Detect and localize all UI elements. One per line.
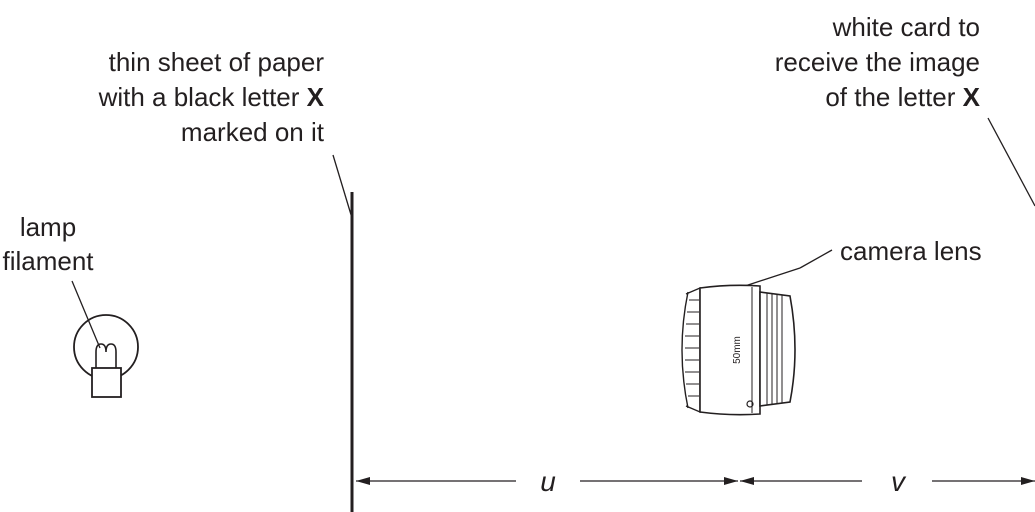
card-label-letter-x: X: [963, 82, 981, 112]
lens-leader-line-b: [799, 249, 833, 269]
paper-leader-line: [332, 154, 353, 219]
card-label-line1: white card to: [832, 12, 980, 42]
distance-u: u: [356, 466, 738, 497]
distance-u-label: u: [540, 466, 556, 497]
focus-ring-ridges: [766, 293, 783, 405]
mount-ridges: [685, 299, 699, 397]
card-label-line2: receive the image: [775, 47, 980, 77]
lamp-label: lamp filament: [2, 212, 94, 276]
card-leader-line: [987, 117, 1035, 207]
card-label-line3: of the letter X: [825, 82, 980, 112]
paper-label-line2-text: with a black letter: [98, 82, 307, 112]
lamp-label-line2: filament: [2, 246, 94, 276]
lens-index-dot: [746, 400, 754, 408]
paper-label-letter-x: X: [307, 82, 325, 112]
lamp-filament: [95, 343, 117, 372]
lamp-base: [91, 367, 122, 398]
distance-v-label: v: [891, 466, 907, 497]
lens-barrel: [699, 284, 761, 416]
arrowhead-u-left: [356, 477, 370, 485]
lamp-leader-line: [71, 280, 101, 349]
paper-label-line3: marked on it: [181, 117, 325, 147]
paper-label: thin sheet of paper with a black letter …: [98, 47, 325, 147]
paper-label-line2: with a black letter X: [98, 82, 325, 112]
arrowhead-v-right: [1021, 477, 1035, 485]
lens-leader-line-a: [744, 267, 801, 287]
distance-v: v: [740, 466, 1035, 497]
lamp-icon: [73, 314, 139, 398]
lens-marking: 50mm: [732, 336, 743, 364]
lens-label: camera lens: [840, 236, 982, 266]
camera-lens-icon: 50mm: [681, 284, 796, 416]
lamp-label-line1: lamp: [20, 212, 76, 242]
paper-label-line1: thin sheet of paper: [109, 47, 325, 77]
arrowhead-u-right: [724, 477, 738, 485]
card-label-line3-text: of the letter: [825, 82, 962, 112]
card-label: white card to receive the image of the l…: [775, 12, 981, 112]
